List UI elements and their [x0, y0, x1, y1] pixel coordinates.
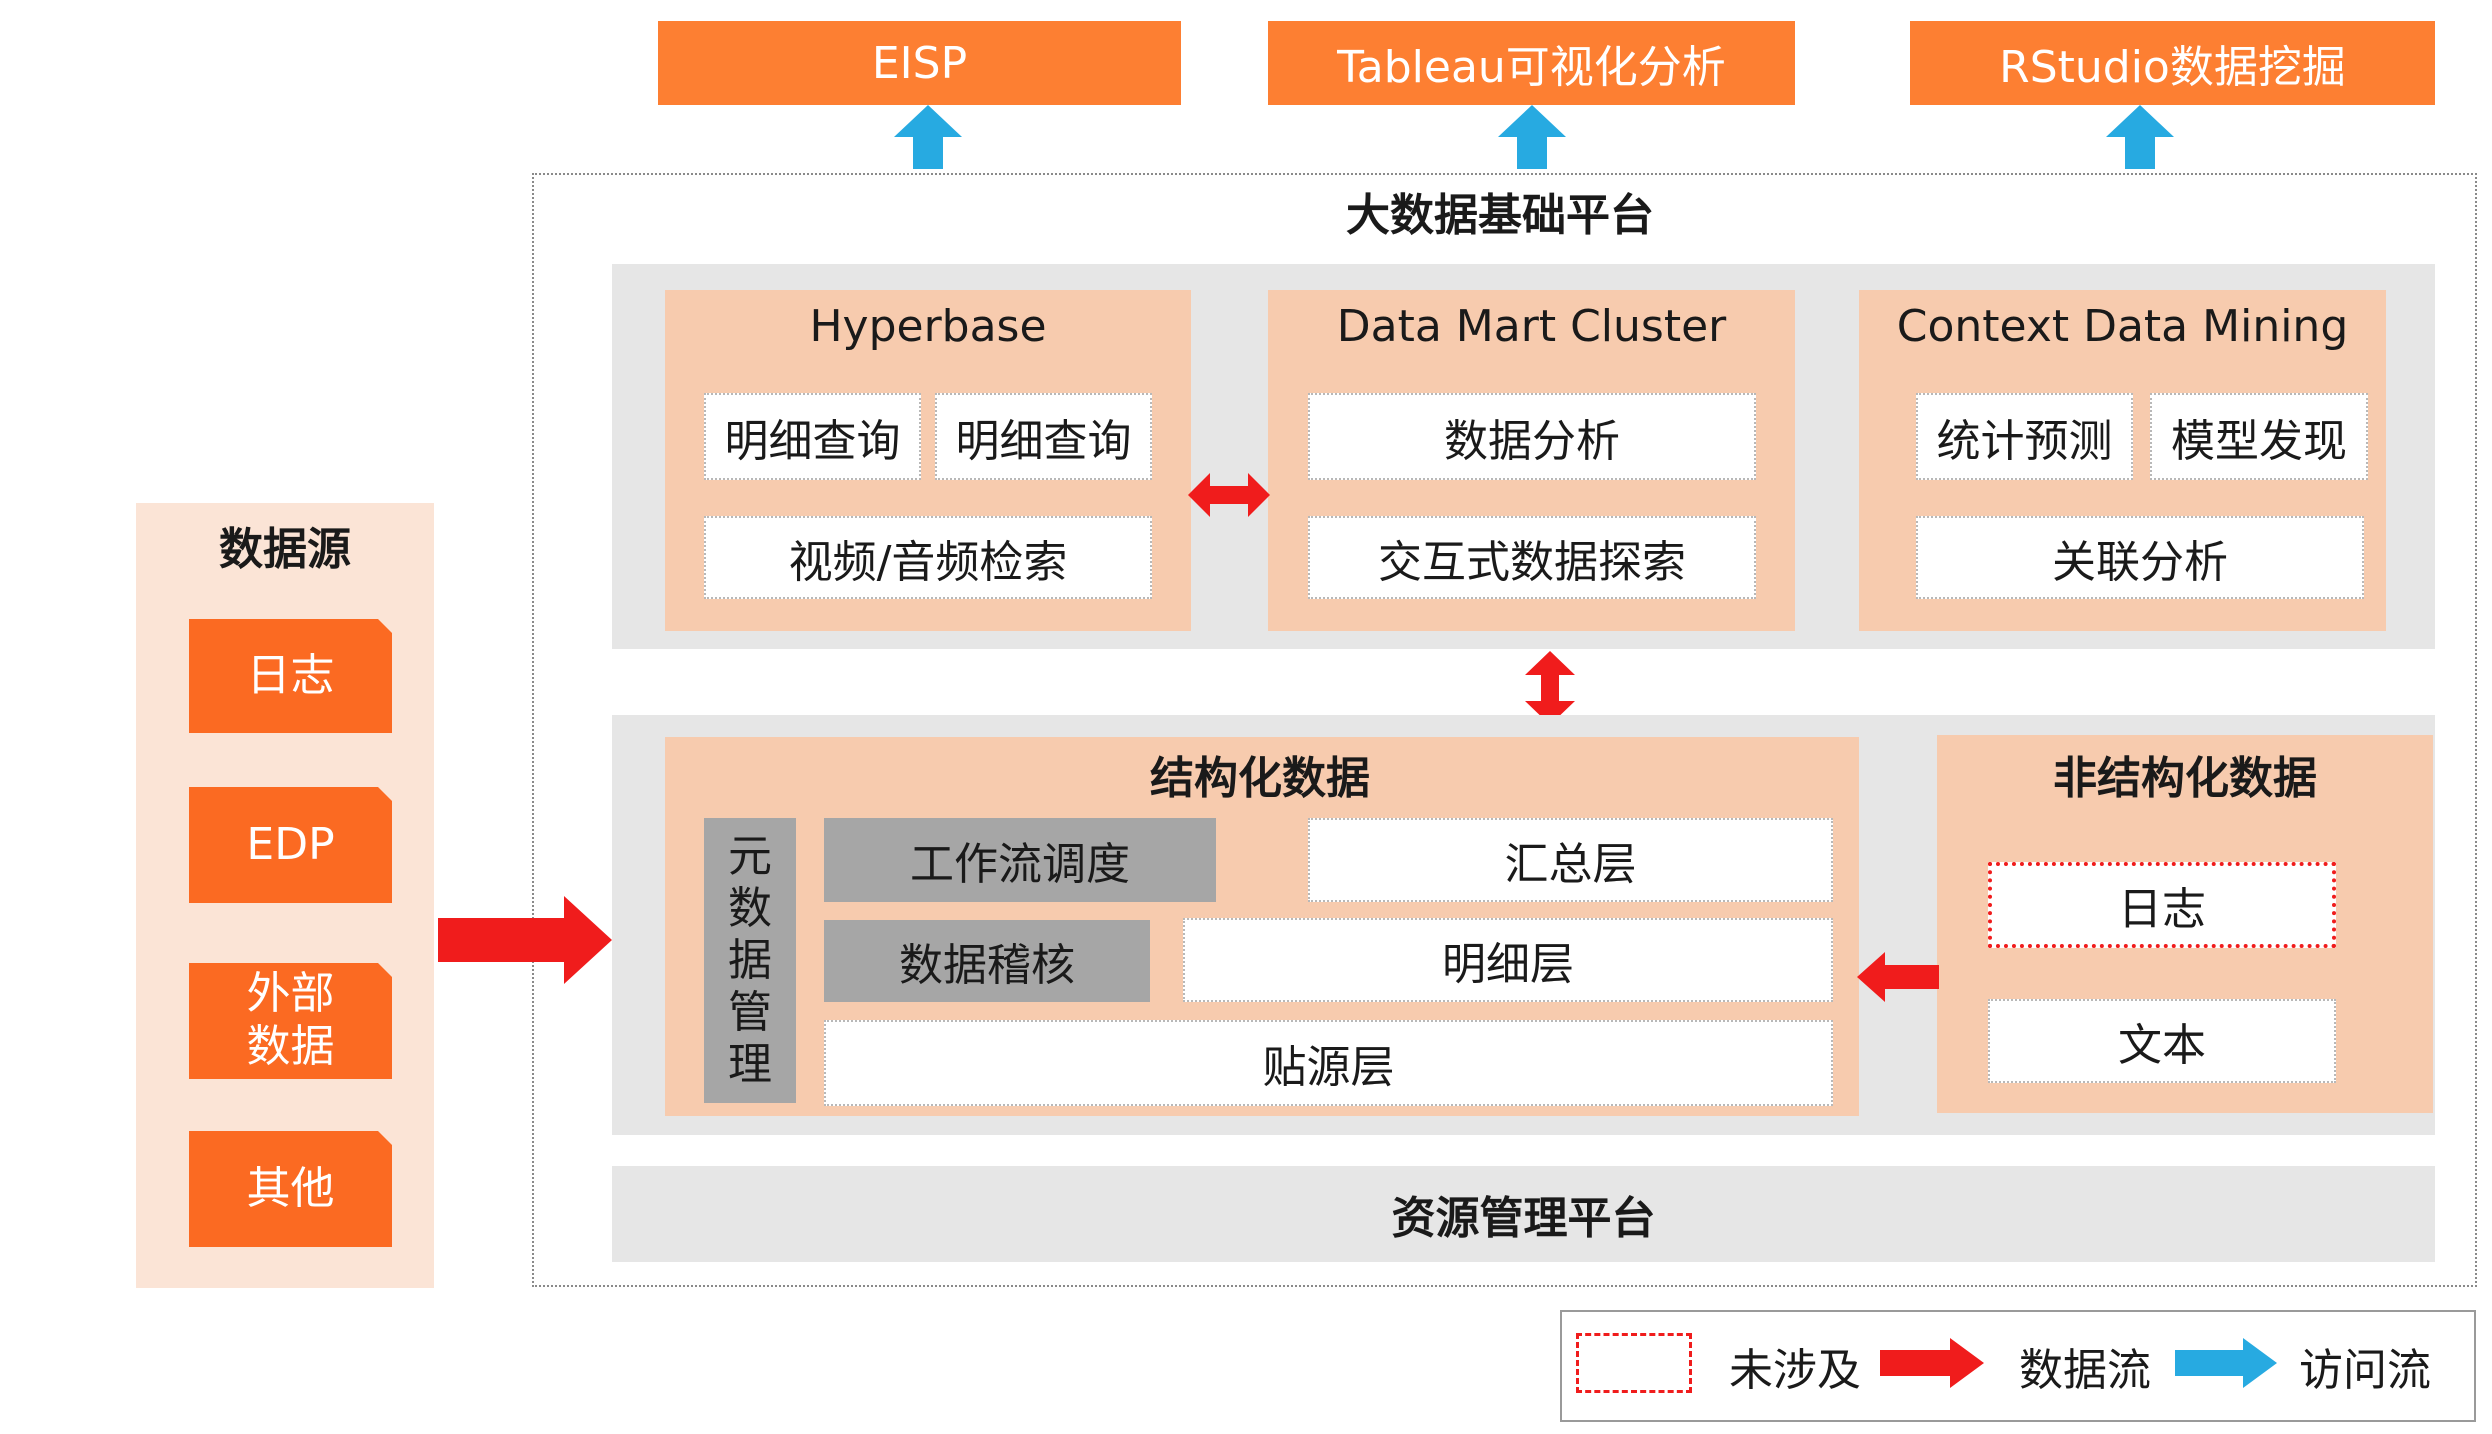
hyperbase-detail-query-1: 明细查询 — [704, 393, 921, 480]
summary-layer: 汇总层 — [1308, 818, 1833, 902]
unstructured-log: 日志 — [1988, 862, 2336, 948]
output-eisp-label: EISP — [871, 37, 968, 89]
data-flow-arrow-vertical — [1525, 651, 1575, 725]
legend-not-involved-label: 未涉及 — [1729, 1345, 1861, 1396]
platform-title: 大数据基础平台 — [1346, 190, 1654, 241]
legend-not-involved-swatch — [1576, 1333, 1692, 1393]
legend — [1560, 1310, 2476, 1422]
source-layer: 贴源层 — [824, 1020, 1833, 1106]
output-tableau-label: Tableau可视化分析 — [1337, 42, 1726, 93]
meta-char-4: 管 — [728, 986, 772, 1038]
datamart-interactive-exploration: 交互式数据探索 — [1308, 516, 1756, 599]
output-rstudio[interactable]: RStudio数据挖掘 — [1910, 21, 2435, 105]
source-item-other: 其他 — [189, 1131, 392, 1247]
legend-access-flow-arrow — [2175, 1338, 2277, 1388]
context-mining-title: Context Data Mining — [1896, 300, 2349, 352]
meta-char-5: 理 — [728, 1038, 772, 1090]
hyperbase-title: Hyperbase — [809, 300, 1047, 352]
data-source-title: 数据源 — [219, 524, 351, 575]
meta-char-3: 据 — [728, 934, 772, 986]
hyperbase-detail-query-2: 明细查询 — [935, 393, 1152, 480]
meta-char-2: 数 — [728, 882, 772, 934]
legend-access-flow-label: 访问流 — [2299, 1345, 2431, 1396]
access-arrow-rstudio — [2106, 105, 2174, 169]
data-audit: 数据稽核 — [824, 920, 1150, 1002]
source-item-external: 外部 数据 — [189, 963, 392, 1079]
source-item-edp: EDP — [189, 787, 392, 903]
metadata-management: 元 数 据 管 理 — [704, 818, 796, 1103]
datamart-data-analysis: 数据分析 — [1308, 393, 1756, 480]
data-flow-arrow-sources — [438, 896, 612, 984]
context-stat-prediction: 统计预测 — [1916, 393, 2133, 480]
access-arrow-tableau — [1498, 105, 1566, 169]
unstructured-text: 文本 — [1988, 999, 2336, 1083]
workflow-scheduling: 工作流调度 — [824, 818, 1216, 902]
source-item-log: 日志 — [189, 619, 392, 733]
output-eisp[interactable]: EISP — [658, 21, 1181, 105]
resource-management-platform: 资源管理平台 — [612, 1166, 2435, 1262]
access-arrow-eisp — [894, 105, 962, 169]
legend-data-flow-arrow — [1880, 1338, 1984, 1388]
unstructured-data-title: 非结构化数据 — [2053, 753, 2317, 804]
output-tableau[interactable]: Tableau可视化分析 — [1268, 21, 1795, 105]
meta-char-1: 元 — [728, 830, 772, 882]
structured-data-title: 结构化数据 — [1150, 753, 1370, 804]
detail-layer: 明细层 — [1183, 918, 1833, 1002]
data-flow-arrow-hyperbase-datamart — [1188, 473, 1270, 517]
context-association-analysis: 关联分析 — [1916, 516, 2364, 599]
datamart-title: Data Mart Cluster — [1336, 300, 1727, 352]
hyperbase-media-search: 视频/音频检索 — [704, 516, 1152, 599]
data-flow-arrow-unstructured — [1857, 952, 1939, 1002]
output-rstudio-label: RStudio数据挖掘 — [1999, 42, 2346, 93]
legend-data-flow-label: 数据流 — [2019, 1345, 2151, 1396]
context-model-discovery: 模型发现 — [2150, 393, 2368, 480]
